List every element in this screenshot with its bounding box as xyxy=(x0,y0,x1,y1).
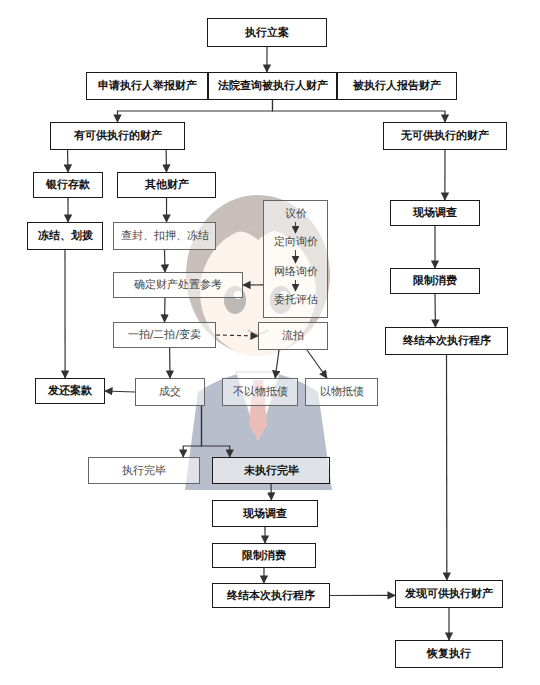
process-box: 成交 xyxy=(135,378,205,406)
flow-arrow xyxy=(434,294,436,327)
process-box: 执行完毕 xyxy=(88,457,200,484)
process-box: 执行立案 xyxy=(207,18,327,47)
node-text: 流拍 xyxy=(282,329,304,343)
node-text: 终结本次执行程序 xyxy=(227,589,315,603)
process-box: 现场调查 xyxy=(212,500,318,527)
node-text: 恢复执行 xyxy=(427,647,471,661)
flow-arrow xyxy=(266,47,267,72)
process-box: 发现可供执行财产 xyxy=(395,580,503,608)
process-box: 发还案款 xyxy=(35,378,105,404)
flow-arrow xyxy=(169,348,171,378)
node-text: 查封、扣押、冻结 xyxy=(121,229,209,243)
flow-arrow xyxy=(64,250,65,378)
node-text: 执行立案 xyxy=(245,26,289,40)
flow-arrow xyxy=(275,350,279,378)
flow-arrow xyxy=(164,298,166,322)
node-text: 有可供执行的财产 xyxy=(74,129,162,143)
process-box: 银行存款 xyxy=(33,172,103,198)
node-text: 法院查询被执行人财产 xyxy=(218,79,328,93)
flow-arrow xyxy=(448,608,449,640)
node-text: 终结本次执行程序 xyxy=(403,334,491,348)
process-box: 以物抵债 xyxy=(305,378,378,406)
node-text: 不以物抵债 xyxy=(233,385,288,399)
node-text: 无可供执行的财产 xyxy=(401,129,489,143)
node-text: 银行存款 xyxy=(46,178,90,192)
process-box: 终结本次执行程序 xyxy=(212,583,330,608)
process-box: 一拍/二拍/变卖 xyxy=(113,322,216,348)
flow-arrow xyxy=(67,198,68,222)
node-text: 发现可供执行财产 xyxy=(405,587,493,601)
process-box: 申请执行人举报财产 xyxy=(86,72,208,100)
flow-arrow xyxy=(446,355,448,580)
process-box: 终结本次执行程序 xyxy=(385,327,508,355)
process-box: 恢复执行 xyxy=(395,640,503,668)
node-text: 现场调查 xyxy=(243,507,287,521)
process-box: 流拍 xyxy=(258,322,328,350)
flow-arrow xyxy=(273,100,446,122)
flow-arrow xyxy=(263,568,264,583)
process-box: 被执行人报告财产 xyxy=(337,72,457,100)
process-box: 其他财产 xyxy=(117,172,216,198)
flow-arrow xyxy=(164,250,166,272)
node-text: 议价 xyxy=(264,207,327,221)
node-text: 未执行完毕 xyxy=(244,464,299,478)
process-box: 无可供执行的财产 xyxy=(383,122,507,150)
node-text: 申请执行人举报财产 xyxy=(98,79,197,93)
node-text: 一拍/二拍/变卖 xyxy=(128,328,201,342)
node-text: 现场调查 xyxy=(413,206,457,220)
node-text: 成交 xyxy=(159,385,181,399)
node-text: 委托评估 xyxy=(264,293,327,307)
node-text: 限制消费 xyxy=(242,549,286,563)
process-box: 限制消费 xyxy=(212,543,316,568)
flow-arrow xyxy=(166,150,168,172)
process-box: 冻结、划拨 xyxy=(27,222,103,250)
node-text: 发还案款 xyxy=(48,384,92,398)
flow-arrow xyxy=(270,484,272,500)
process-box: 未执行完毕 xyxy=(212,457,330,484)
node-text: 定向询价 xyxy=(264,235,327,249)
flow-arrow xyxy=(105,391,135,392)
flow-arrow xyxy=(118,100,273,122)
process-box: 确定财产处置参考 xyxy=(113,272,243,298)
flow-arrow xyxy=(67,150,69,172)
process-box: 不以物抵债 xyxy=(222,378,298,406)
flow-arrow xyxy=(264,527,265,543)
flow-arrow xyxy=(330,595,395,596)
process-box: 议价定向询价网络询价委托评估 xyxy=(263,200,328,318)
process-box: 现场调查 xyxy=(390,200,480,226)
node-text: 以物抵债 xyxy=(320,385,364,399)
flow-arrow xyxy=(243,284,263,285)
flow-arrow xyxy=(202,406,230,457)
node-text: 冻结、划拨 xyxy=(38,229,93,243)
flow-arrow xyxy=(183,406,201,457)
flow-arrow xyxy=(444,150,445,200)
process-box: 限制消费 xyxy=(390,268,480,294)
process-box: 法院查询被执行人财产 xyxy=(208,72,337,100)
node-text: 其他财产 xyxy=(145,178,189,192)
node-text: 确定财产处置参考 xyxy=(134,278,222,292)
flow-arrow xyxy=(216,335,258,336)
node-text: 网络询价 xyxy=(264,265,327,279)
process-box: 有可供执行的财产 xyxy=(50,122,185,150)
node-text: 被执行人报告财产 xyxy=(353,79,441,93)
flow-arrow xyxy=(434,226,435,268)
flow-arrow xyxy=(307,350,327,378)
process-box: 查封、扣押、冻结 xyxy=(113,222,216,250)
node-text: 执行完毕 xyxy=(122,464,166,478)
node-text: 限制消费 xyxy=(413,274,457,288)
flow-arrow xyxy=(166,198,167,222)
